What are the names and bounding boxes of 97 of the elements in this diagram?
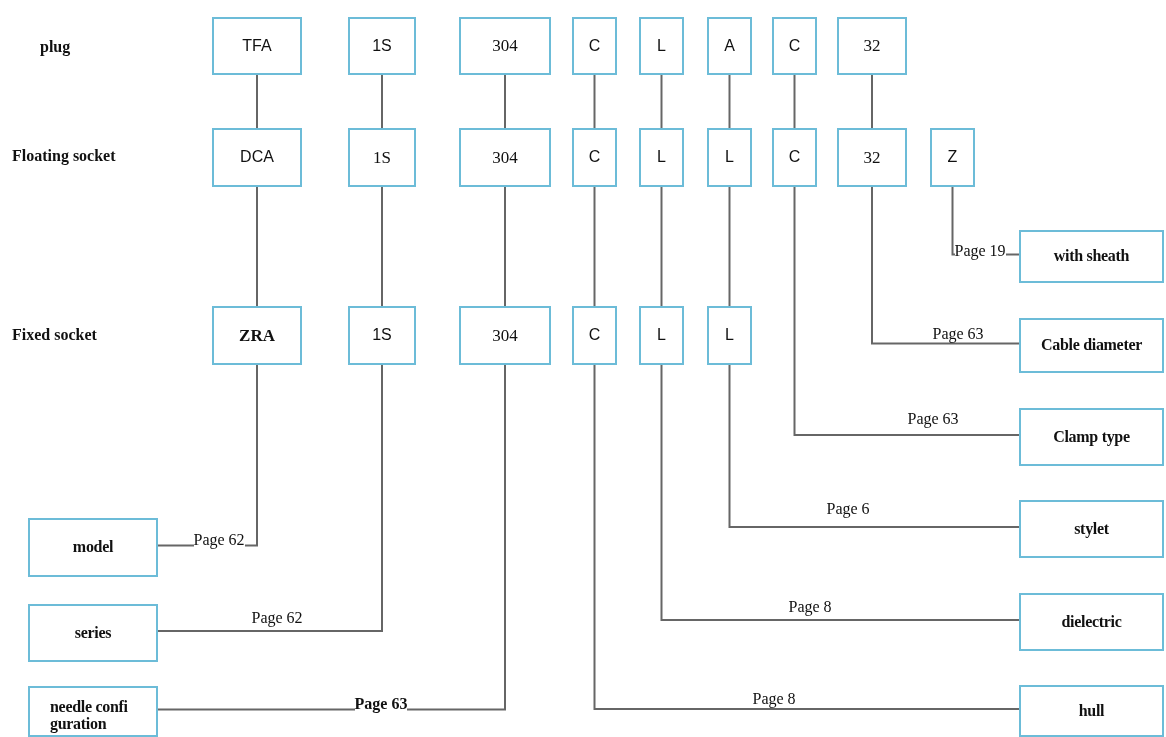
connector-line bbox=[593, 364, 1020, 710]
code-text: C bbox=[588, 149, 601, 166]
connector-line bbox=[660, 364, 1020, 621]
description-box bbox=[1019, 318, 1164, 373]
connector-line bbox=[381, 186, 383, 307]
code-box bbox=[212, 306, 302, 365]
code-box bbox=[212, 17, 302, 75]
connector-line bbox=[728, 364, 1020, 528]
code-text: TFA bbox=[242, 37, 272, 55]
page-reference: Page 63 bbox=[932, 326, 984, 342]
code-box bbox=[837, 128, 907, 187]
code-box bbox=[572, 128, 617, 187]
connector-line bbox=[793, 186, 1020, 436]
connector-line bbox=[157, 364, 383, 632]
page-reference: Page 19 bbox=[954, 243, 1006, 259]
connector-line bbox=[660, 186, 663, 307]
page-reference: Page 62 bbox=[251, 610, 303, 626]
page-reference: Page 8 bbox=[752, 691, 796, 707]
code-text: C bbox=[788, 149, 801, 166]
code-box bbox=[459, 17, 551, 75]
description-box bbox=[1019, 593, 1164, 651]
code-text: 1S bbox=[373, 148, 391, 167]
connector-line bbox=[593, 74, 596, 129]
code-text: 304 bbox=[492, 148, 518, 167]
code-text: C bbox=[788, 37, 801, 55]
code-box bbox=[772, 128, 817, 187]
code-box bbox=[348, 306, 416, 365]
code-box bbox=[707, 128, 752, 187]
connector-line bbox=[728, 74, 731, 129]
code-box bbox=[707, 17, 752, 75]
connector-line bbox=[728, 186, 731, 307]
code-box bbox=[639, 306, 684, 365]
code-text: 1S bbox=[372, 327, 392, 344]
code-text: C bbox=[588, 327, 601, 344]
description-text: Clamp type bbox=[1053, 428, 1130, 446]
connector-line bbox=[381, 74, 383, 129]
code-box bbox=[572, 306, 617, 365]
description-box bbox=[1019, 230, 1164, 283]
description-box bbox=[28, 686, 158, 737]
code-box bbox=[348, 17, 416, 75]
code-text: C bbox=[588, 37, 601, 55]
connector-line bbox=[871, 74, 873, 129]
code-box bbox=[930, 128, 975, 187]
row-label: Fixed socket bbox=[12, 326, 97, 344]
code-box bbox=[459, 306, 551, 365]
code-box bbox=[572, 17, 617, 75]
description-text: series bbox=[74, 624, 112, 642]
connector-line bbox=[593, 186, 596, 307]
description-box bbox=[1019, 500, 1164, 558]
connector-line bbox=[660, 74, 663, 129]
connector-line bbox=[793, 74, 796, 129]
connector-line bbox=[157, 364, 506, 711]
connector-line bbox=[504, 74, 506, 129]
code-text: 32 bbox=[863, 37, 881, 55]
code-text: 1S bbox=[372, 37, 392, 55]
code-text: 32 bbox=[863, 148, 881, 167]
connector-line bbox=[256, 74, 258, 129]
code-text: L bbox=[725, 149, 734, 166]
code-text: DCA bbox=[240, 149, 274, 166]
description-box bbox=[1019, 408, 1164, 466]
connector-line bbox=[504, 186, 506, 307]
description-box bbox=[1019, 685, 1164, 737]
code-text: 304 bbox=[492, 326, 518, 345]
code-text: L bbox=[657, 37, 666, 55]
code-box bbox=[707, 306, 752, 365]
code-box bbox=[639, 128, 684, 187]
row-label: Floating socket bbox=[12, 147, 116, 165]
connector-line bbox=[871, 186, 1020, 345]
description-box bbox=[28, 518, 158, 577]
description-text: with sheath bbox=[1053, 248, 1130, 265]
description-text: stylet bbox=[1074, 520, 1109, 538]
code-box bbox=[837, 17, 907, 75]
code-text: ZRA bbox=[239, 326, 275, 345]
code-box bbox=[212, 128, 302, 187]
description-text: needle confi guration bbox=[50, 699, 129, 733]
page-reference: Page 6 bbox=[826, 501, 870, 517]
page-reference: Page 62 bbox=[193, 532, 245, 548]
description-box bbox=[28, 604, 158, 662]
code-text: L bbox=[725, 327, 734, 344]
code-text: Z bbox=[947, 149, 958, 166]
description-text: model bbox=[72, 539, 114, 556]
code-box bbox=[459, 128, 551, 187]
page-reference: Page 8 bbox=[788, 599, 832, 615]
row-label: plug bbox=[40, 38, 71, 56]
code-text: L bbox=[657, 149, 666, 166]
code-box bbox=[348, 128, 416, 187]
code-text: 304 bbox=[492, 37, 518, 55]
code-text: L bbox=[657, 327, 666, 344]
description-text: hull bbox=[1078, 702, 1105, 720]
description-text: Cable diameter bbox=[1040, 337, 1143, 354]
code-text: A bbox=[724, 37, 735, 55]
connector-line bbox=[256, 186, 258, 307]
page-reference: Page 63 bbox=[354, 696, 408, 712]
description-text: dielectric bbox=[1061, 613, 1122, 631]
page-reference: Page 63 bbox=[907, 411, 959, 427]
code-box bbox=[639, 17, 684, 75]
code-box bbox=[772, 17, 817, 75]
